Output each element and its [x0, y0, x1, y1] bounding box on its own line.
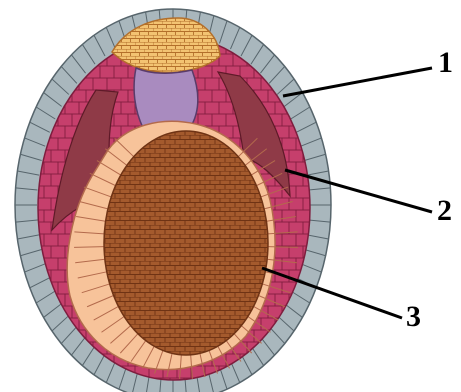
magenta-cell: [30, 354, 44, 366]
magenta-cell: [275, 366, 289, 378]
magenta-cell: [261, 366, 275, 378]
magenta-cell: [44, 378, 58, 390]
callout-label-1: 1: [438, 48, 453, 78]
magenta-cell: [303, 78, 317, 90]
magenta-cell: [86, 378, 100, 390]
magenta-cell: [296, 42, 310, 54]
yolk-mass: [104, 131, 268, 355]
magenta-cell: [289, 366, 303, 378]
magenta-cell: [30, 330, 44, 342]
magenta-cell: [317, 342, 331, 354]
magenta-cell: [30, 42, 44, 54]
magenta-cell: [44, 354, 58, 366]
magenta-cell: [65, 30, 79, 42]
pointer-line-1: [283, 68, 432, 96]
magenta-cell: [296, 378, 310, 390]
magenta-cell: [51, 30, 65, 42]
magenta-cell: [310, 354, 324, 366]
magenta-cell: [282, 354, 296, 366]
magenta-cell: [303, 366, 317, 378]
magenta-cell: [303, 30, 317, 42]
magenta-cell: [317, 102, 331, 114]
magenta-cell: [268, 378, 282, 390]
magenta-cell: [310, 378, 324, 390]
callout-label-3: 3: [406, 302, 421, 332]
magenta-cell: [275, 30, 289, 42]
magenta-cell: [51, 366, 65, 378]
magenta-cell: [317, 54, 331, 66]
magenta-cell: [310, 42, 324, 54]
magenta-cell: [303, 318, 317, 330]
magenta-cell: [58, 42, 72, 54]
magenta-cell: [254, 378, 268, 390]
callout-label-2: 2: [437, 196, 452, 226]
magenta-cell: [296, 354, 310, 366]
magenta-cell: [303, 342, 317, 354]
magenta-cell: [296, 66, 310, 78]
magenta-cell: [37, 30, 51, 42]
magenta-cell: [317, 318, 331, 330]
magenta-cell: [317, 366, 331, 378]
magenta-cell: [282, 42, 296, 54]
magenta-cell: [37, 366, 51, 378]
magenta-cell: [37, 54, 51, 66]
magenta-cell: [289, 30, 303, 42]
magenta-cell: [58, 354, 72, 366]
magenta-cell: [296, 330, 310, 342]
magenta-cell: [317, 30, 331, 42]
magenta-cell: [37, 342, 51, 354]
magenta-cell: [44, 42, 58, 54]
magenta-cell: [30, 66, 44, 78]
magenta-cell: [58, 378, 72, 390]
magenta-cell: [289, 54, 303, 66]
magenta-cell: [289, 342, 303, 354]
magenta-cell: [30, 378, 44, 390]
magenta-cell: [65, 366, 79, 378]
magenta-cell: [310, 306, 324, 318]
magenta-cell: [282, 378, 296, 390]
magenta-cell: [72, 378, 86, 390]
magenta-cell: [310, 66, 324, 78]
magenta-cell: [310, 330, 324, 342]
magenta-cell: [317, 294, 331, 306]
magenta-cell: [261, 30, 275, 42]
magenta-cell: [303, 54, 317, 66]
